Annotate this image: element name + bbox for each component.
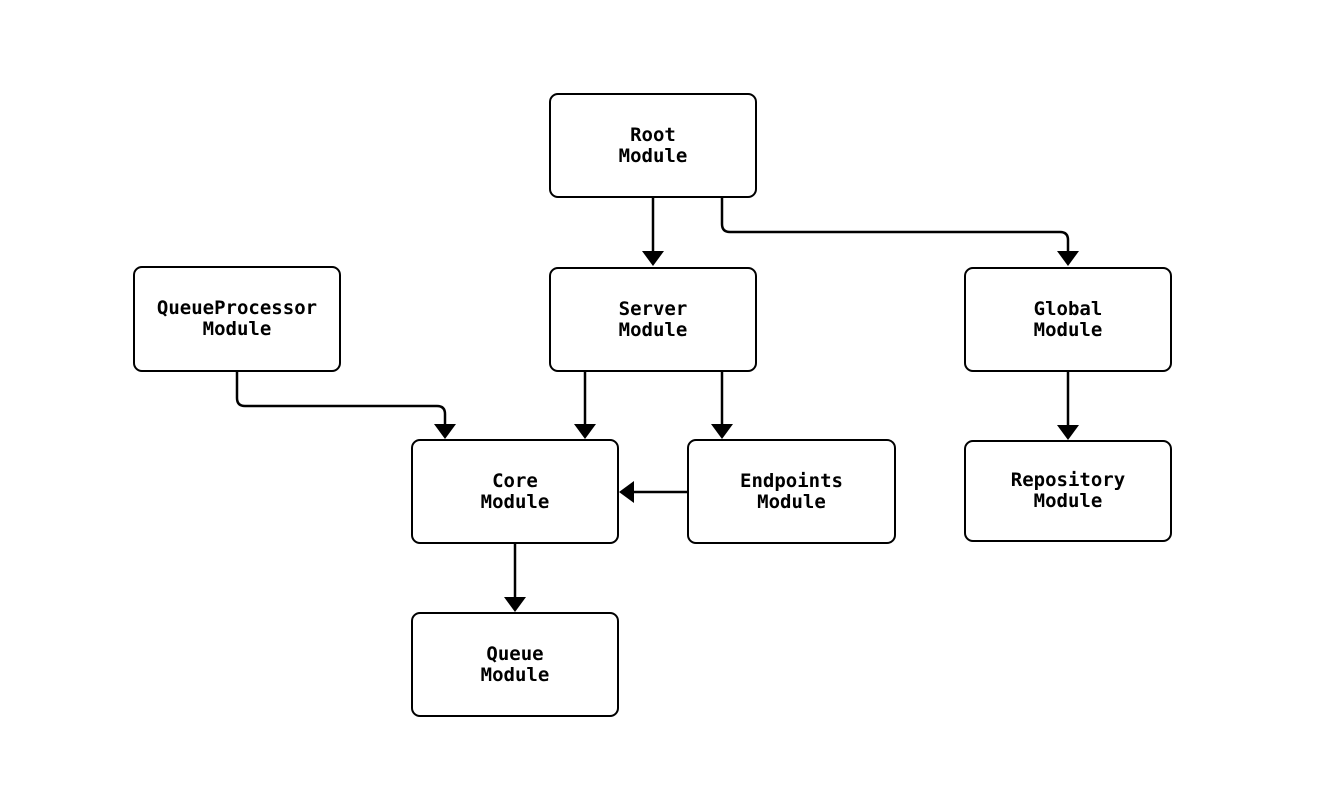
node-endpoints-module: Endpoints Module: [687, 439, 896, 544]
node-queueprocessor-module: QueueProcessor Module: [133, 266, 341, 372]
node-global-module-label: Global Module: [1033, 297, 1103, 341]
node-queue-module: Queue Module: [411, 612, 619, 717]
edge-core-to-queue: [504, 544, 526, 612]
edge-server-to-endpoints: [711, 372, 733, 439]
node-core-module: Core Module: [411, 439, 619, 544]
node-global-module: Global Module: [964, 267, 1172, 372]
edge-endpoints-to-core: [619, 481, 687, 503]
edge-root-to-server: [642, 198, 664, 266]
edge-queueprocessor-to-core: [235, 372, 456, 439]
node-server-module: Server Module: [549, 267, 757, 372]
node-repository-module-label: Repository Module: [1010, 469, 1126, 512]
node-server-module-label: Server Module: [618, 297, 688, 341]
node-repository-module: Repository Module: [964, 440, 1172, 542]
node-queueprocessor-module-label: QueueProcessor Module: [156, 297, 318, 340]
edge-root-to-global: [720, 198, 1079, 266]
node-root-module-label: Root Module: [618, 123, 688, 167]
edge-global-to-repository: [1057, 372, 1079, 440]
node-queue-module-label: Queue Module: [480, 642, 550, 686]
node-endpoints-module-label: Endpoints Module: [740, 469, 843, 513]
node-core-module-label: Core Module: [480, 469, 550, 513]
node-root-module: Root Module: [549, 93, 757, 198]
edge-server-to-core: [574, 372, 596, 439]
